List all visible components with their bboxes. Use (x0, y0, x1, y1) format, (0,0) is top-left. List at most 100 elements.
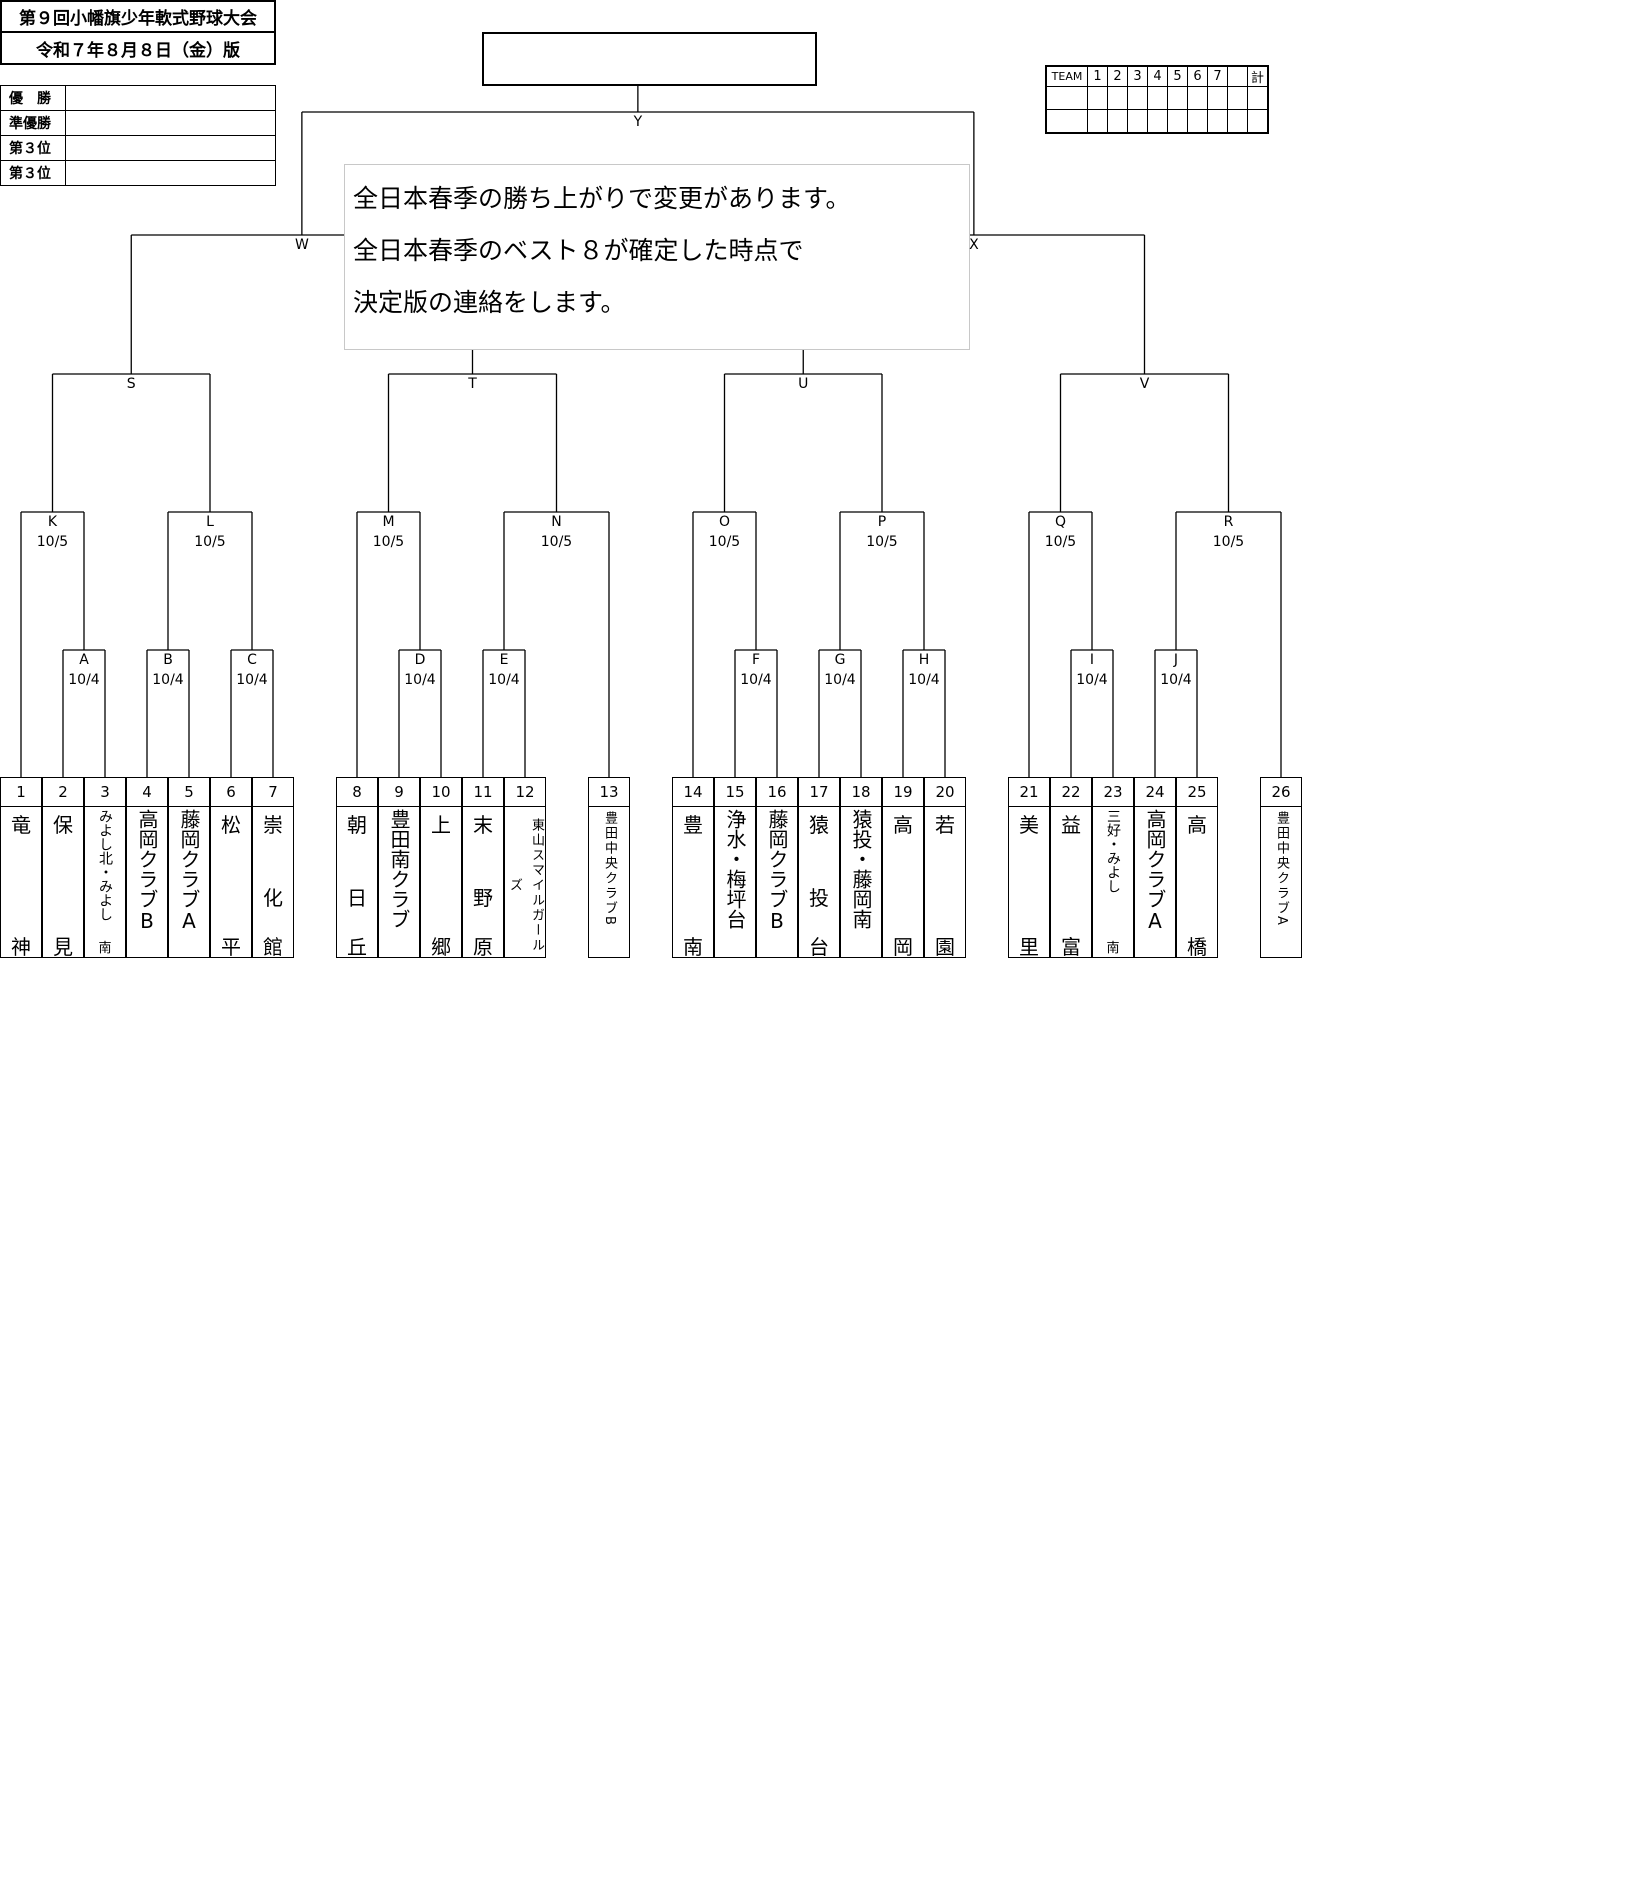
team-number: 23 (1093, 778, 1133, 807)
team-name: 崇化館 (253, 807, 293, 959)
team-number: 11 (463, 778, 503, 807)
match-date: 10/4 (1160, 672, 1192, 688)
scoreboard-cell (1087, 109, 1108, 134)
match-label: D (414, 652, 426, 668)
results-table: 優 勝準優勝第３位第３位 (0, 85, 276, 186)
team-number: 8 (337, 778, 377, 807)
match-date: 10/5 (540, 534, 573, 550)
scoreboard-cell (1187, 86, 1208, 110)
team-number: 2 (43, 778, 83, 807)
team-number: 3 (85, 778, 125, 807)
match-label: R (1223, 514, 1234, 530)
team-name-text: 豊田中央クラブA (1274, 811, 1289, 927)
scoreboard-cell (1227, 65, 1248, 87)
match-label: C (247, 652, 257, 668)
team-name: 猿投・藤岡南 (841, 807, 881, 959)
team-number: 5 (169, 778, 209, 807)
match-date: 10/5 (372, 534, 405, 550)
scoreboard-cell (1107, 109, 1128, 134)
result-label: 優 勝 (0, 85, 66, 111)
team-number: 6 (211, 778, 251, 807)
team-name: 高岡クラブB (127, 807, 167, 959)
team-name-text: 高 (893, 813, 913, 837)
team-name-text: 松 (221, 813, 241, 837)
match-label: Q (1054, 514, 1067, 530)
scoreboard-cell: 計 (1247, 65, 1269, 87)
team-name: 高岡 (883, 807, 923, 959)
edition-date: 令和７年８月８日（金）版 (0, 33, 276, 65)
team-name: 美里 (1009, 807, 1049, 959)
team-name: 藤岡クラブA (169, 807, 209, 959)
team-name-text: 豊田南クラブ (387, 809, 411, 929)
team-name: 高橋 (1177, 807, 1217, 959)
team-name-text: 館 (263, 935, 283, 959)
team-name-text: 平 (221, 935, 241, 959)
team-name-text: 岡 (893, 935, 913, 959)
team-number: 4 (127, 778, 167, 807)
scoreboard-cell: 6 (1187, 65, 1208, 87)
match-label: G (834, 652, 846, 668)
team-name-text: 野 (473, 886, 493, 910)
match-label: H (918, 652, 930, 668)
match-date: 10/4 (824, 672, 856, 688)
match-label: U (798, 376, 809, 392)
team-name-text: みよし北・みよし (97, 809, 113, 921)
tournament-title: 第９回小幡旗少年軟式野球大会 (0, 0, 276, 33)
scoreboard-cell: 4 (1147, 65, 1168, 87)
result-value (65, 160, 276, 186)
match-label: S (126, 376, 136, 392)
match-date: 10/4 (236, 672, 268, 688)
team-name-text: 猿 (809, 813, 829, 837)
team-name-text: 高岡クラブB (135, 809, 159, 933)
champion-box (482, 32, 817, 86)
result-value (65, 135, 276, 161)
team-number: 18 (841, 778, 881, 807)
team-number: 9 (379, 778, 419, 807)
team-name-text: 崇 (263, 813, 283, 837)
team-column: 8 朝日丘 (336, 777, 378, 959)
team-number: 16 (757, 778, 797, 807)
team-name-text: 日 (347, 886, 367, 910)
notice-box: 全日本春季の勝ち上がりで変更があります。 全日本春季のベスト８が確定した時点で … (344, 164, 970, 350)
team-name: 竜神 (1, 807, 41, 959)
match-label: A (79, 652, 89, 668)
match-label: M (382, 514, 395, 530)
match-date: 10/5 (866, 534, 898, 550)
result-row: 準優勝 (0, 110, 276, 136)
match-label: O (718, 514, 731, 530)
match-date: 10/4 (908, 672, 940, 688)
team-name-text: 投 (809, 886, 829, 910)
match-date: 10/4 (1076, 672, 1108, 688)
team-name-text: 益 (1061, 813, 1081, 837)
team-name-text: 藤岡クラブB (765, 809, 789, 933)
team-name: 松平 (211, 807, 251, 959)
result-row: 第３位 (0, 160, 276, 186)
match-label: L (206, 514, 214, 530)
team-name-text: 朝 (347, 813, 367, 837)
team-name-text: 丘 (347, 935, 367, 959)
team-name: 三好・みよし南 (1093, 807, 1133, 959)
match-date: 10/4 (488, 672, 520, 688)
team-name: 豊田南クラブ (379, 807, 419, 959)
team-name: みよし北・みよし南 (85, 807, 125, 959)
scoreboard-cell: 7 (1207, 65, 1228, 87)
team-name-text: 若 (935, 813, 955, 837)
team-name-text: 東山スマイルガールズ (507, 817, 544, 953)
